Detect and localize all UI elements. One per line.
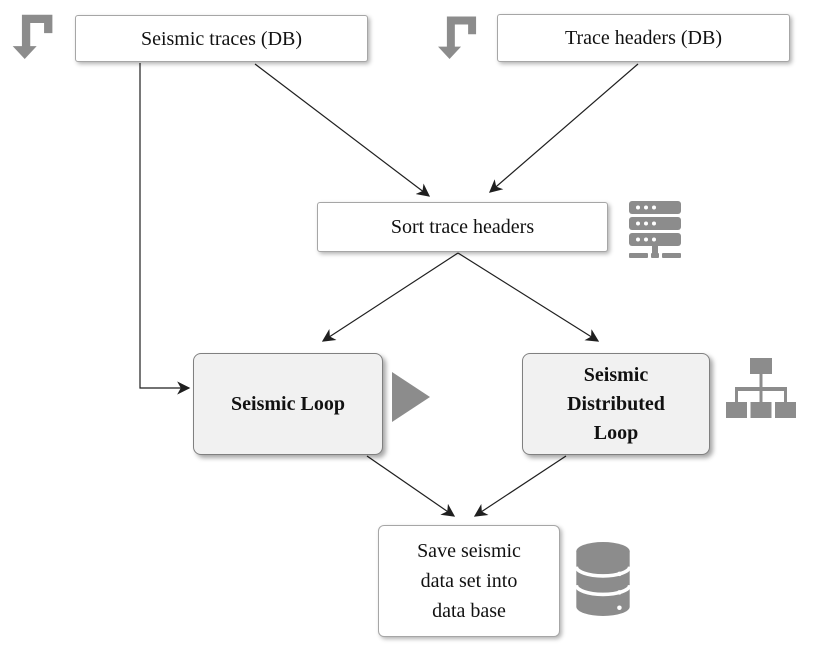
edge-distributed-loop-to-save: [473, 455, 567, 517]
play-icon: [390, 370, 432, 424]
node-seismic-traces-label: Seismic traces (DB): [140, 27, 303, 50]
node-seismic-loop-label: Seismic Loop: [231, 393, 345, 415]
node-seismic-distributed-loop: Seismic Distributed Loop: [522, 353, 710, 455]
level-down-arrow-icon: [8, 11, 58, 59]
node-trace-headers-label: Trace headers (DB): [565, 27, 722, 49]
server-rack-icon: [627, 198, 683, 260]
node-seismic-distributed-loop-line1: Seismic: [583, 363, 649, 386]
edge-seismic-loop-to-save: [366, 455, 456, 517]
edge-sort-to-distributed-loop: [457, 252, 600, 342]
edge-seismic-traces-to-seismic-loop: [139, 63, 191, 395]
node-save-to-database-line2: data set into: [420, 570, 518, 592]
node-seismic-loop: Seismic Loop: [193, 353, 383, 455]
edge-sort-to-seismic-loop: [321, 252, 459, 342]
node-trace-headers: Trace headers (DB): [497, 14, 790, 62]
edge-trace-headers-to-sort: [489, 63, 639, 193]
node-seismic-distributed-loop-line3: Loop: [593, 421, 639, 444]
node-save-to-database-line1: Save seismic: [417, 540, 521, 562]
node-save-to-database-line3: data base: [432, 600, 506, 622]
edge-seismic-traces-to-sort: [254, 63, 431, 197]
level-down-arrow-icon: [433, 13, 482, 59]
node-seismic-traces: Seismic traces (DB): [75, 15, 368, 62]
edge-lines: [139, 63, 639, 517]
node-save-to-database: Save seismic data set into data base: [378, 525, 560, 637]
node-sort-trace-headers-label: Sort trace headers: [390, 216, 535, 238]
node-seismic-distributed-loop-line2: Distributed: [567, 392, 665, 415]
sitemap-icon: [724, 356, 798, 424]
node-sort-trace-headers: Sort trace headers: [317, 202, 608, 252]
database-icon: [573, 540, 633, 618]
